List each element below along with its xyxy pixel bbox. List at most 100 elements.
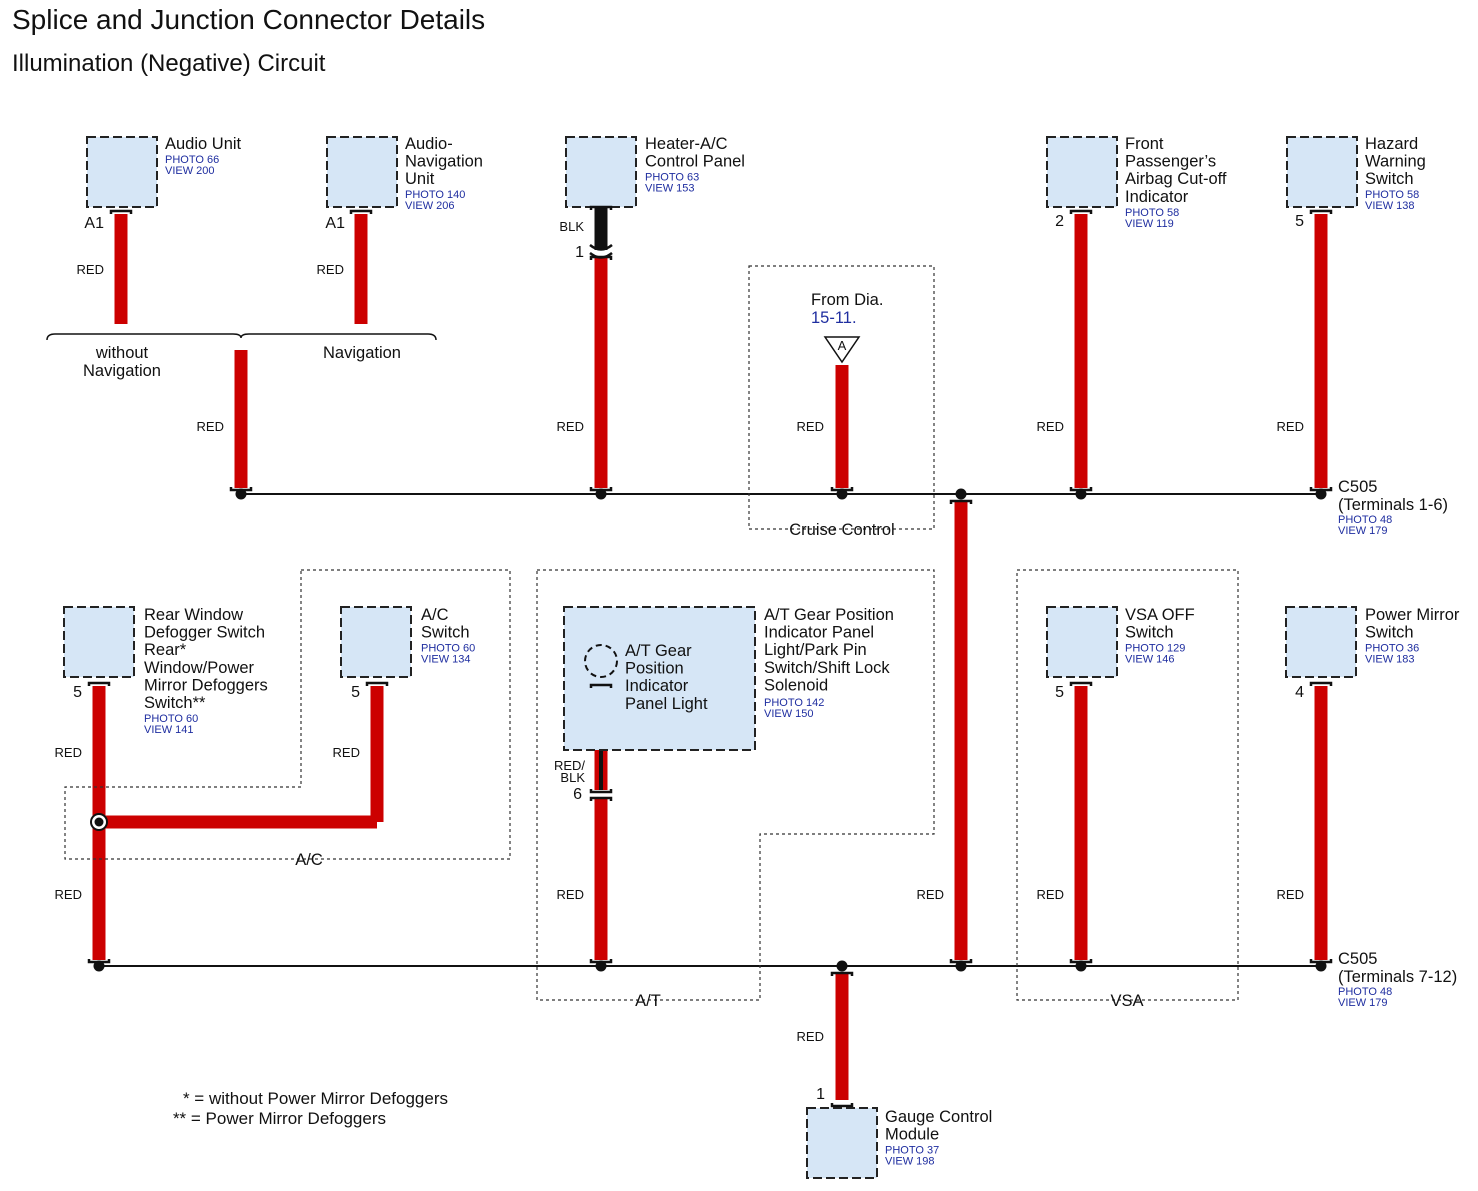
wire-color-label: RED xyxy=(917,887,944,902)
vsa-off-label: VSA OFF xyxy=(1125,606,1195,624)
connector-cap xyxy=(1069,209,1093,214)
audio-unit-view-ref: VIEW 200 xyxy=(165,165,215,177)
at-gear-label: Indicator Panel xyxy=(764,624,874,642)
vsa-off-view-ref: VIEW 146 xyxy=(1125,654,1175,666)
wire-color-label: RED xyxy=(557,419,584,434)
ref-triangle-letter: A xyxy=(838,338,847,353)
ac-switch-photo-ref: PHOTO 60 xyxy=(421,643,475,655)
gauge-photo-ref: PHOTO 37 xyxy=(885,1145,939,1157)
ac-switch-label: A/C xyxy=(421,606,449,624)
cruise-control-label: Cruise Control xyxy=(789,521,894,539)
vsa-off-label: Switch xyxy=(1125,624,1174,642)
at-gear-box xyxy=(563,606,756,751)
connector-cap xyxy=(830,487,854,492)
rear-window-label: Defogger Switch xyxy=(144,624,265,642)
ac-switch-label: Switch xyxy=(421,624,470,642)
splice-dot xyxy=(94,817,104,827)
audio-nav-unit-label: Unit xyxy=(405,170,435,188)
vsa-region xyxy=(1016,569,1239,1001)
front-passenger-label: Indicator xyxy=(1125,188,1189,206)
connector-cap xyxy=(1069,487,1093,492)
c505-top-photo-ref: PHOTO 48 xyxy=(1338,514,1392,526)
hazard-box xyxy=(1286,136,1358,208)
connector-cap xyxy=(1309,209,1333,214)
wire-color-label: RED xyxy=(197,419,224,434)
wire-color-label: RED xyxy=(55,887,82,902)
wire-color-label: RED xyxy=(1037,419,1064,434)
power-mirror-box xyxy=(1285,606,1357,678)
front-passenger-pin: 2 xyxy=(1055,213,1064,230)
audio-nav-unit-view-ref: VIEW 206 xyxy=(405,200,455,212)
pin-cup xyxy=(589,244,613,251)
cruise-control-region xyxy=(748,265,935,530)
front-passenger-photo-ref: PHOTO 58 xyxy=(1125,207,1179,219)
audio-nav-unit-label: Audio- xyxy=(405,135,453,153)
cruise-ref-link: 15-11. xyxy=(811,309,857,327)
connector-cap xyxy=(589,205,613,210)
branch-brace xyxy=(46,333,437,341)
at-inner-label: Panel Light xyxy=(625,695,708,713)
hazard-label: Warning xyxy=(1365,153,1426,171)
connector-cap xyxy=(589,789,613,794)
c505-top-view-ref: VIEW 179 xyxy=(1338,525,1388,537)
c505-top-name: C505 xyxy=(1338,478,1377,496)
connector-cap xyxy=(589,959,613,964)
wire-color-label: BLK xyxy=(559,219,584,234)
gauge-label: Gauge Control xyxy=(885,1108,992,1126)
at-gear-label: A/T Gear Position xyxy=(764,606,894,624)
c505-bottom-photo-ref: PHOTO 48 xyxy=(1338,986,1392,998)
connector-cap xyxy=(229,487,253,492)
at-gear-label: Light/Park Pin xyxy=(764,641,867,659)
connector-cap xyxy=(589,796,613,801)
rear-window-label: Mirror Defoggers xyxy=(144,676,268,694)
heater-ac-view-ref: VIEW 153 xyxy=(645,183,695,195)
splice-dot xyxy=(836,960,848,972)
vsa-off-box xyxy=(1046,606,1118,678)
at-wire-color: BLK xyxy=(560,770,585,785)
front-passenger-label: Front xyxy=(1125,135,1164,153)
navigation-label: Navigation xyxy=(323,344,401,362)
wire-color-label: RED xyxy=(1277,419,1304,434)
ac-switch-view-ref: VIEW 134 xyxy=(421,654,471,666)
rear-window-label: Window/Power xyxy=(144,659,255,677)
connector-cap xyxy=(1069,959,1093,964)
audio-nav-unit-label: Navigation xyxy=(405,153,483,171)
wire-color-label: RED xyxy=(797,1029,824,1044)
connector-cap xyxy=(1309,959,1333,964)
rear-window-photo-ref: PHOTO 60 xyxy=(144,713,198,725)
heater-ac-photo-ref: PHOTO 63 xyxy=(645,172,699,184)
gauge-pin: 1 xyxy=(816,1086,825,1103)
wire-color-label: RED xyxy=(557,887,584,902)
at-gear-view-ref: VIEW 150 xyxy=(764,708,814,720)
at-gear-photo-ref: PHOTO 142 xyxy=(764,697,824,709)
at-gear-pin: 6 xyxy=(573,786,582,803)
power-mirror-label: Power Mirror xyxy=(1365,606,1460,624)
front-passenger-label: Passenger’s xyxy=(1125,153,1216,171)
audio-nav-unit-pin: A1 xyxy=(325,215,345,232)
at-gear-label: Switch/Shift Lock xyxy=(764,659,890,677)
connector-cap xyxy=(589,683,613,688)
vsa-off-photo-ref: PHOTO 129 xyxy=(1125,643,1185,655)
connector-cap xyxy=(87,681,111,686)
c505-bottom-terms: (Terminals 7-12) xyxy=(1338,968,1457,986)
at-group-label: A/T xyxy=(635,992,661,1010)
without-navigation-label: Navigation xyxy=(83,362,161,380)
vsa-off-pin: 5 xyxy=(1055,684,1064,701)
rear-window-label: Rear Window xyxy=(144,606,243,624)
heater-ac-pin: 1 xyxy=(575,244,584,261)
audio-nav-unit-box xyxy=(326,136,398,208)
front-passenger-box xyxy=(1046,136,1118,208)
c505-bottom-name: C505 xyxy=(1338,950,1377,968)
connector-cap xyxy=(830,1103,854,1108)
connector-cap xyxy=(589,255,613,260)
gauge-label: Module xyxy=(885,1126,939,1144)
wire-color-label: RED xyxy=(55,745,82,760)
rear-window-label: Rear* xyxy=(144,641,187,659)
connector-cap xyxy=(109,209,133,214)
power-mirror-photo-ref: PHOTO 36 xyxy=(1365,643,1419,655)
rear-window-box xyxy=(63,606,135,678)
hazard-pin: 5 xyxy=(1295,213,1304,230)
at-gear-label: Solenoid xyxy=(764,676,828,694)
at-inner-label: Indicator xyxy=(625,677,689,695)
